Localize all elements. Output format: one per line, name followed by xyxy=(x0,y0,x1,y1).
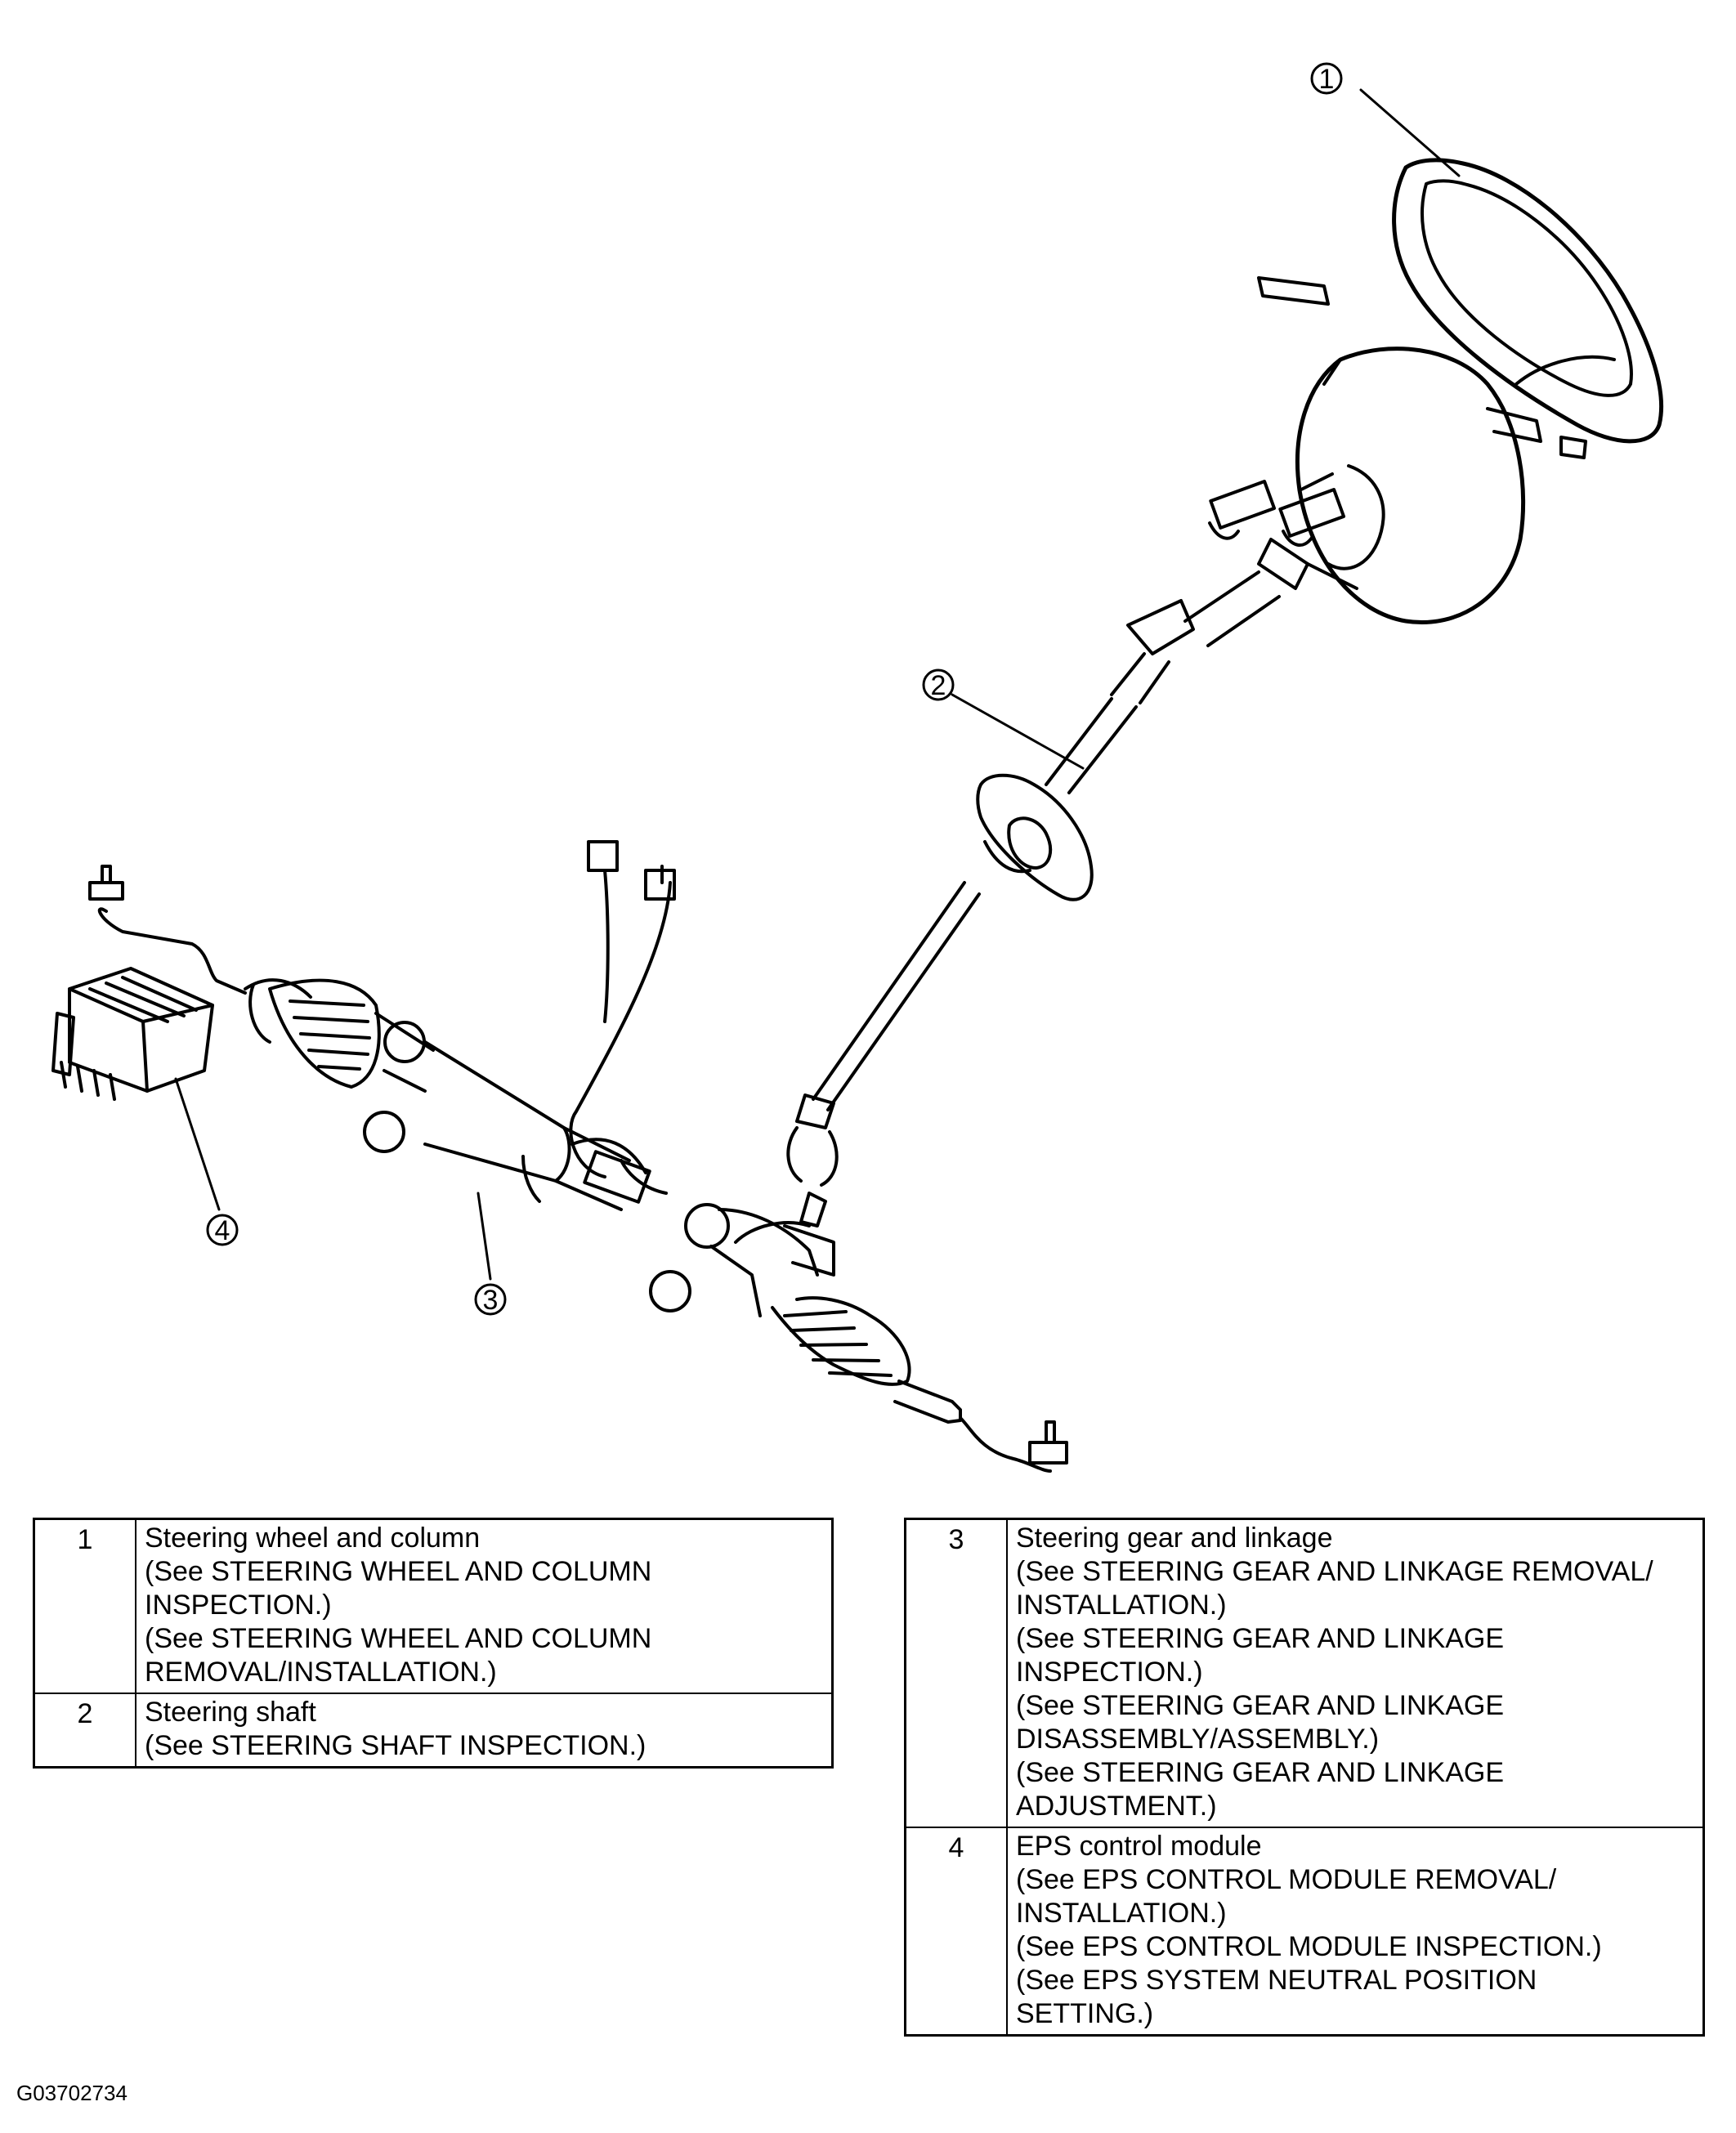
legend-number: 4 xyxy=(904,1827,1008,2037)
legend-row-1: 1 Steering wheel and column (See STEERIN… xyxy=(33,1518,834,1694)
legend-line: ADJUSTMENT.) xyxy=(1016,1791,1217,1822)
callout-4: 4 xyxy=(206,1214,239,1246)
legend-line: Steering gear and linkage xyxy=(1016,1523,1333,1554)
legend-line: (See STEERING GEAR AND LINKAGE REMOVAL/ xyxy=(1016,1556,1653,1587)
steering-shaft xyxy=(786,570,1281,1187)
callout-3: 3 xyxy=(474,1283,507,1316)
legend-row-2: 2 Steering shaft (See STEERING SHAFT INS… xyxy=(33,1693,834,1769)
legend-line: Steering shaft xyxy=(145,1697,316,1728)
legend-line: INSPECTION.) xyxy=(1016,1657,1203,1688)
legend-line: (See EPS SYSTEM NEUTRAL POSITION xyxy=(1016,1965,1537,1996)
legend-number: 3 xyxy=(904,1518,1008,1828)
steering-gear-and-linkage xyxy=(88,840,1068,1473)
legend-line: (See STEERING SHAFT INSPECTION.) xyxy=(145,1730,647,1761)
legend-number: 1 xyxy=(33,1518,136,1694)
steering-system-illustration: 1 2 3 4 xyxy=(51,62,1663,1473)
legend-number: 2 xyxy=(33,1693,136,1769)
legend-line: SETTING.) xyxy=(1016,1998,1154,2029)
legend-line: (See EPS CONTROL MODULE INSPECTION.) xyxy=(1016,1931,1602,1962)
leader-lines xyxy=(174,88,1461,1281)
legend-line: (See STEERING WHEEL AND COLUMN xyxy=(145,1556,652,1587)
legend-line: (See STEERING GEAR AND LINKAGE xyxy=(1016,1690,1505,1721)
figure-id: G03702734 xyxy=(16,2081,128,2105)
legend-row-3: 3 Steering gear and linkage (See STEERIN… xyxy=(904,1518,1705,1828)
legend-description: Steering gear and linkage (See STEERING … xyxy=(1006,1518,1705,1828)
steering-wheel-and-column xyxy=(1208,158,1663,624)
legend-description: EPS control module (See EPS CONTROL MODU… xyxy=(1006,1827,1705,2037)
legend-line: DISASSEMBLY/ASSEMBLY.) xyxy=(1016,1724,1380,1755)
callouts: 1 2 3 4 xyxy=(206,62,1343,1316)
legend-line: EPS control module xyxy=(1016,1831,1262,1862)
legend-line: INSTALLATION.) xyxy=(1016,1590,1227,1621)
callout-label-2: 2 xyxy=(931,670,946,701)
callout-2: 2 xyxy=(922,669,955,701)
callout-label-4: 4 xyxy=(215,1215,230,1246)
legend-row-4: 4 EPS control module (See EPS CONTROL MO… xyxy=(904,1827,1705,2037)
legend-line: INSTALLATION.) xyxy=(1016,1898,1227,1929)
legend-line: (See STEERING GEAR AND LINKAGE xyxy=(1016,1757,1505,1788)
legend-description: Steering shaft (See STEERING SHAFT INSPE… xyxy=(135,1693,834,1769)
eps-control-module xyxy=(51,967,214,1101)
legend-table-left: 1 Steering wheel and column (See STEERIN… xyxy=(33,1518,834,1769)
legend-table-right: 3 Steering gear and linkage (See STEERIN… xyxy=(904,1518,1705,2037)
legend-line: INSPECTION.) xyxy=(145,1590,332,1621)
legend-line: REMOVAL/INSTALLATION.) xyxy=(145,1657,497,1688)
callout-1: 1 xyxy=(1310,62,1343,95)
callout-label-3: 3 xyxy=(483,1285,499,1316)
legend-line: (See STEERING WHEEL AND COLUMN xyxy=(145,1623,652,1654)
legend-line: Steering wheel and column xyxy=(145,1523,481,1554)
callout-label-1: 1 xyxy=(1319,64,1335,95)
legend-description: Steering wheel and column (See STEERING … xyxy=(135,1518,834,1694)
legend-line: (See STEERING GEAR AND LINKAGE xyxy=(1016,1623,1505,1654)
legend-line: (See EPS CONTROL MODULE REMOVAL/ xyxy=(1016,1864,1557,1895)
